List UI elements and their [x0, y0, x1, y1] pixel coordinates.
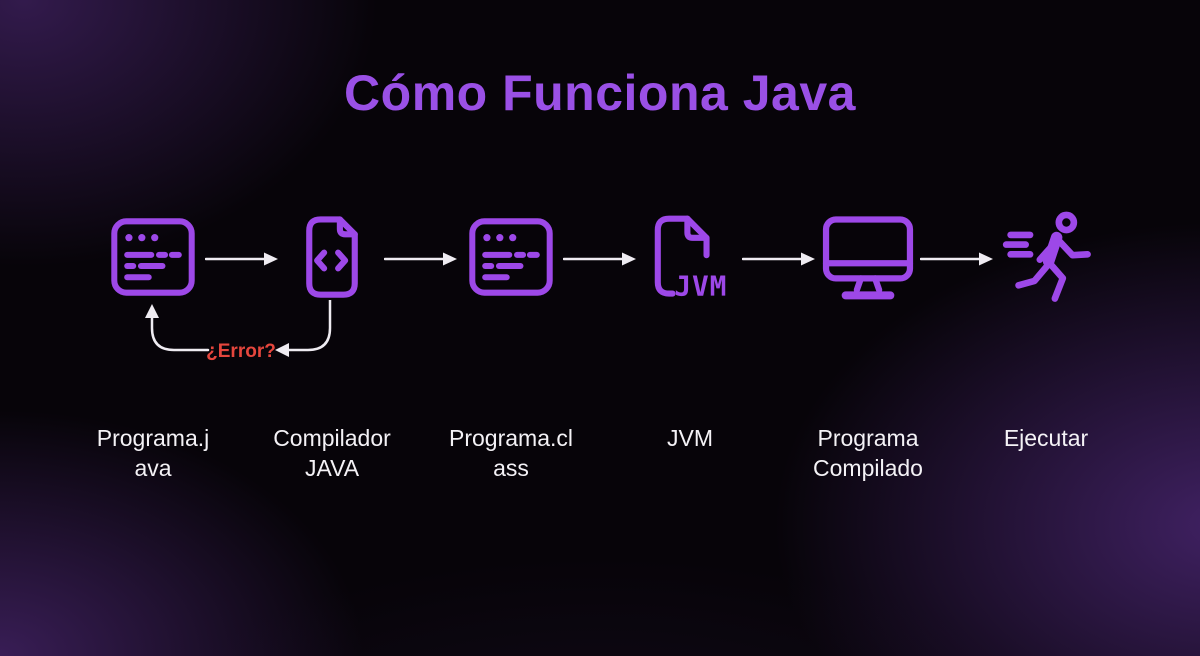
jvm-icon-text: JVM	[674, 269, 727, 300]
step-programa-class: Programa.cl ass	[431, 203, 591, 483]
code-file-icon	[306, 216, 358, 298]
flow-arrow	[742, 252, 815, 266]
jvm-file-icon: JVM	[654, 215, 727, 300]
runner-icon	[1002, 211, 1091, 302]
page-title: Cómo Funciona Java	[344, 65, 856, 121]
step-programa-java: Programa.j ava	[73, 203, 233, 483]
step-label: Ejecutar	[1003, 425, 1089, 451]
runner-icon	[1000, 203, 1092, 311]
step-label: Programa.j ava	[96, 425, 210, 481]
error-loop-back-line	[150, 316, 210, 352]
monitor-icon	[818, 203, 918, 311]
arrow-left-icon	[275, 343, 289, 357]
step-label: Programa.cl ass	[449, 425, 573, 481]
code-editor-icon	[110, 203, 196, 311]
error-loop: ¿Error?	[145, 300, 332, 362]
step-ejecutar: Ejecutar	[966, 203, 1126, 453]
flow-arrow	[384, 252, 457, 266]
flow-arrow	[920, 252, 993, 266]
step-label: JVM	[667, 425, 713, 451]
step-compilador-java: Compilador JAVA	[252, 203, 412, 483]
flow-arrow	[205, 252, 278, 266]
arrow-up-icon	[145, 304, 159, 318]
step-jvm: JVM JVM	[610, 203, 770, 453]
code-editor-icon	[468, 203, 554, 311]
monitor-icon	[822, 216, 914, 300]
step-label: Compilador JAVA	[273, 425, 391, 481]
error-loop-return-line	[286, 300, 332, 352]
error-label: ¿Error?	[206, 341, 276, 362]
step-programa-compilado: Programa Compilado	[788, 203, 948, 483]
code-file-icon	[297, 203, 367, 311]
code-editor-icon	[111, 218, 195, 296]
flow-arrow	[563, 252, 636, 266]
step-label: Programa Compilado	[813, 425, 923, 481]
code-editor-icon	[469, 218, 553, 296]
jvm-file-icon: JVM	[643, 203, 737, 311]
